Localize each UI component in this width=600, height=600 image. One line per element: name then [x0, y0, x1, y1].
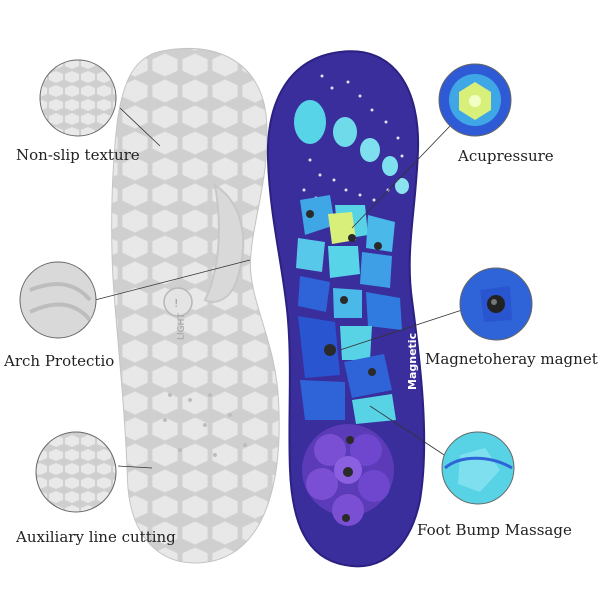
toe-pads	[294, 100, 409, 194]
insole-brand-text: Magnetic	[406, 333, 419, 390]
label-non-slip-texture: Non-slip texture	[16, 146, 140, 164]
svg-text:!: !	[174, 297, 178, 310]
callout-acupressure	[438, 63, 512, 137]
label-acupressure: Acupressure	[458, 147, 554, 165]
magnets	[306, 210, 382, 522]
sole-logo: ! LIGHT	[163, 287, 193, 340]
sole-logo-text: LIGHT	[176, 312, 187, 340]
callout-auxiliary	[35, 431, 117, 513]
label-magnet: Magnetoheray magnet	[425, 350, 598, 368]
callout-magnet	[459, 267, 533, 341]
callout-arch	[19, 261, 97, 339]
insole-top: Magnetic	[266, 50, 426, 568]
callout-non-slip	[39, 59, 117, 137]
callout-bump	[441, 431, 515, 505]
label-auxiliary-line-cutting: Auxiliary line cutting	[16, 528, 176, 546]
sole-bottom: ! LIGHT	[111, 47, 280, 564]
label-foot-bump-massage: Foot Bump Massage	[417, 521, 572, 539]
forefoot-pads	[296, 195, 402, 330]
label-arch-protection: Arch Protectio	[4, 352, 115, 370]
